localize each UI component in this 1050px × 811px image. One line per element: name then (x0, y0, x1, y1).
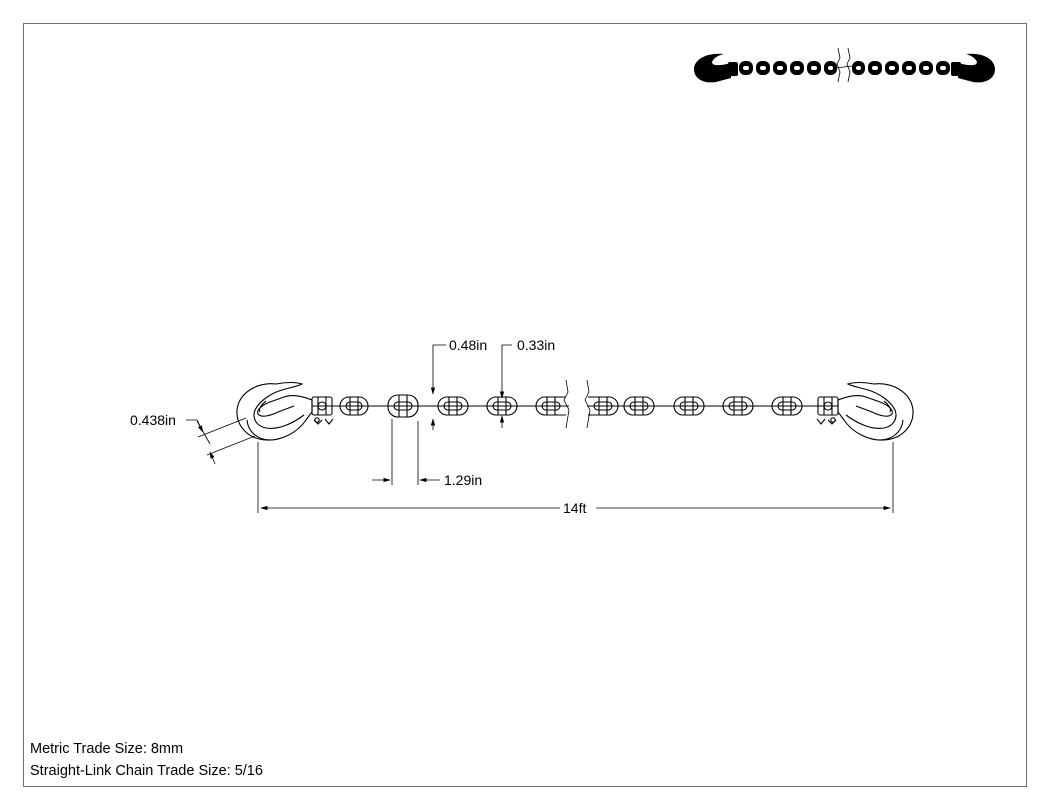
chain-links-left (339, 394, 566, 418)
main-chain-view (236, 379, 914, 441)
thumbnail-right-hook (958, 53, 995, 83)
dim-overall-length: 14ft (563, 500, 586, 516)
dim-link-wire-diameter: 0.33in (517, 337, 555, 353)
chain-links-right (588, 396, 803, 416)
dim-link-pitch: 1.29in (444, 472, 482, 488)
left-grab-hook (236, 381, 313, 441)
thumbnail-left-hook (694, 53, 731, 83)
dim-hook-throat: 0.438in (130, 412, 176, 428)
metric-trade-size-label: Metric Trade Size: 8mm (30, 741, 184, 757)
left-clevis (311, 396, 336, 425)
right-grab-hook (837, 381, 914, 441)
chain-break-lines (563, 379, 591, 429)
right-clevis (814, 396, 839, 425)
thumbnail-chain-view (694, 47, 995, 83)
dim-link-outer-width: 0.48in (449, 337, 487, 353)
drawing-frame (23, 23, 1027, 787)
dimension-labels: 0.48in 0.33in 0.438in 1.29in 14ft (130, 337, 586, 516)
dimension-lines (186, 344, 894, 513)
chain-trade-size-label: Straight-Link Chain Trade Size: 5/16 (30, 763, 263, 779)
